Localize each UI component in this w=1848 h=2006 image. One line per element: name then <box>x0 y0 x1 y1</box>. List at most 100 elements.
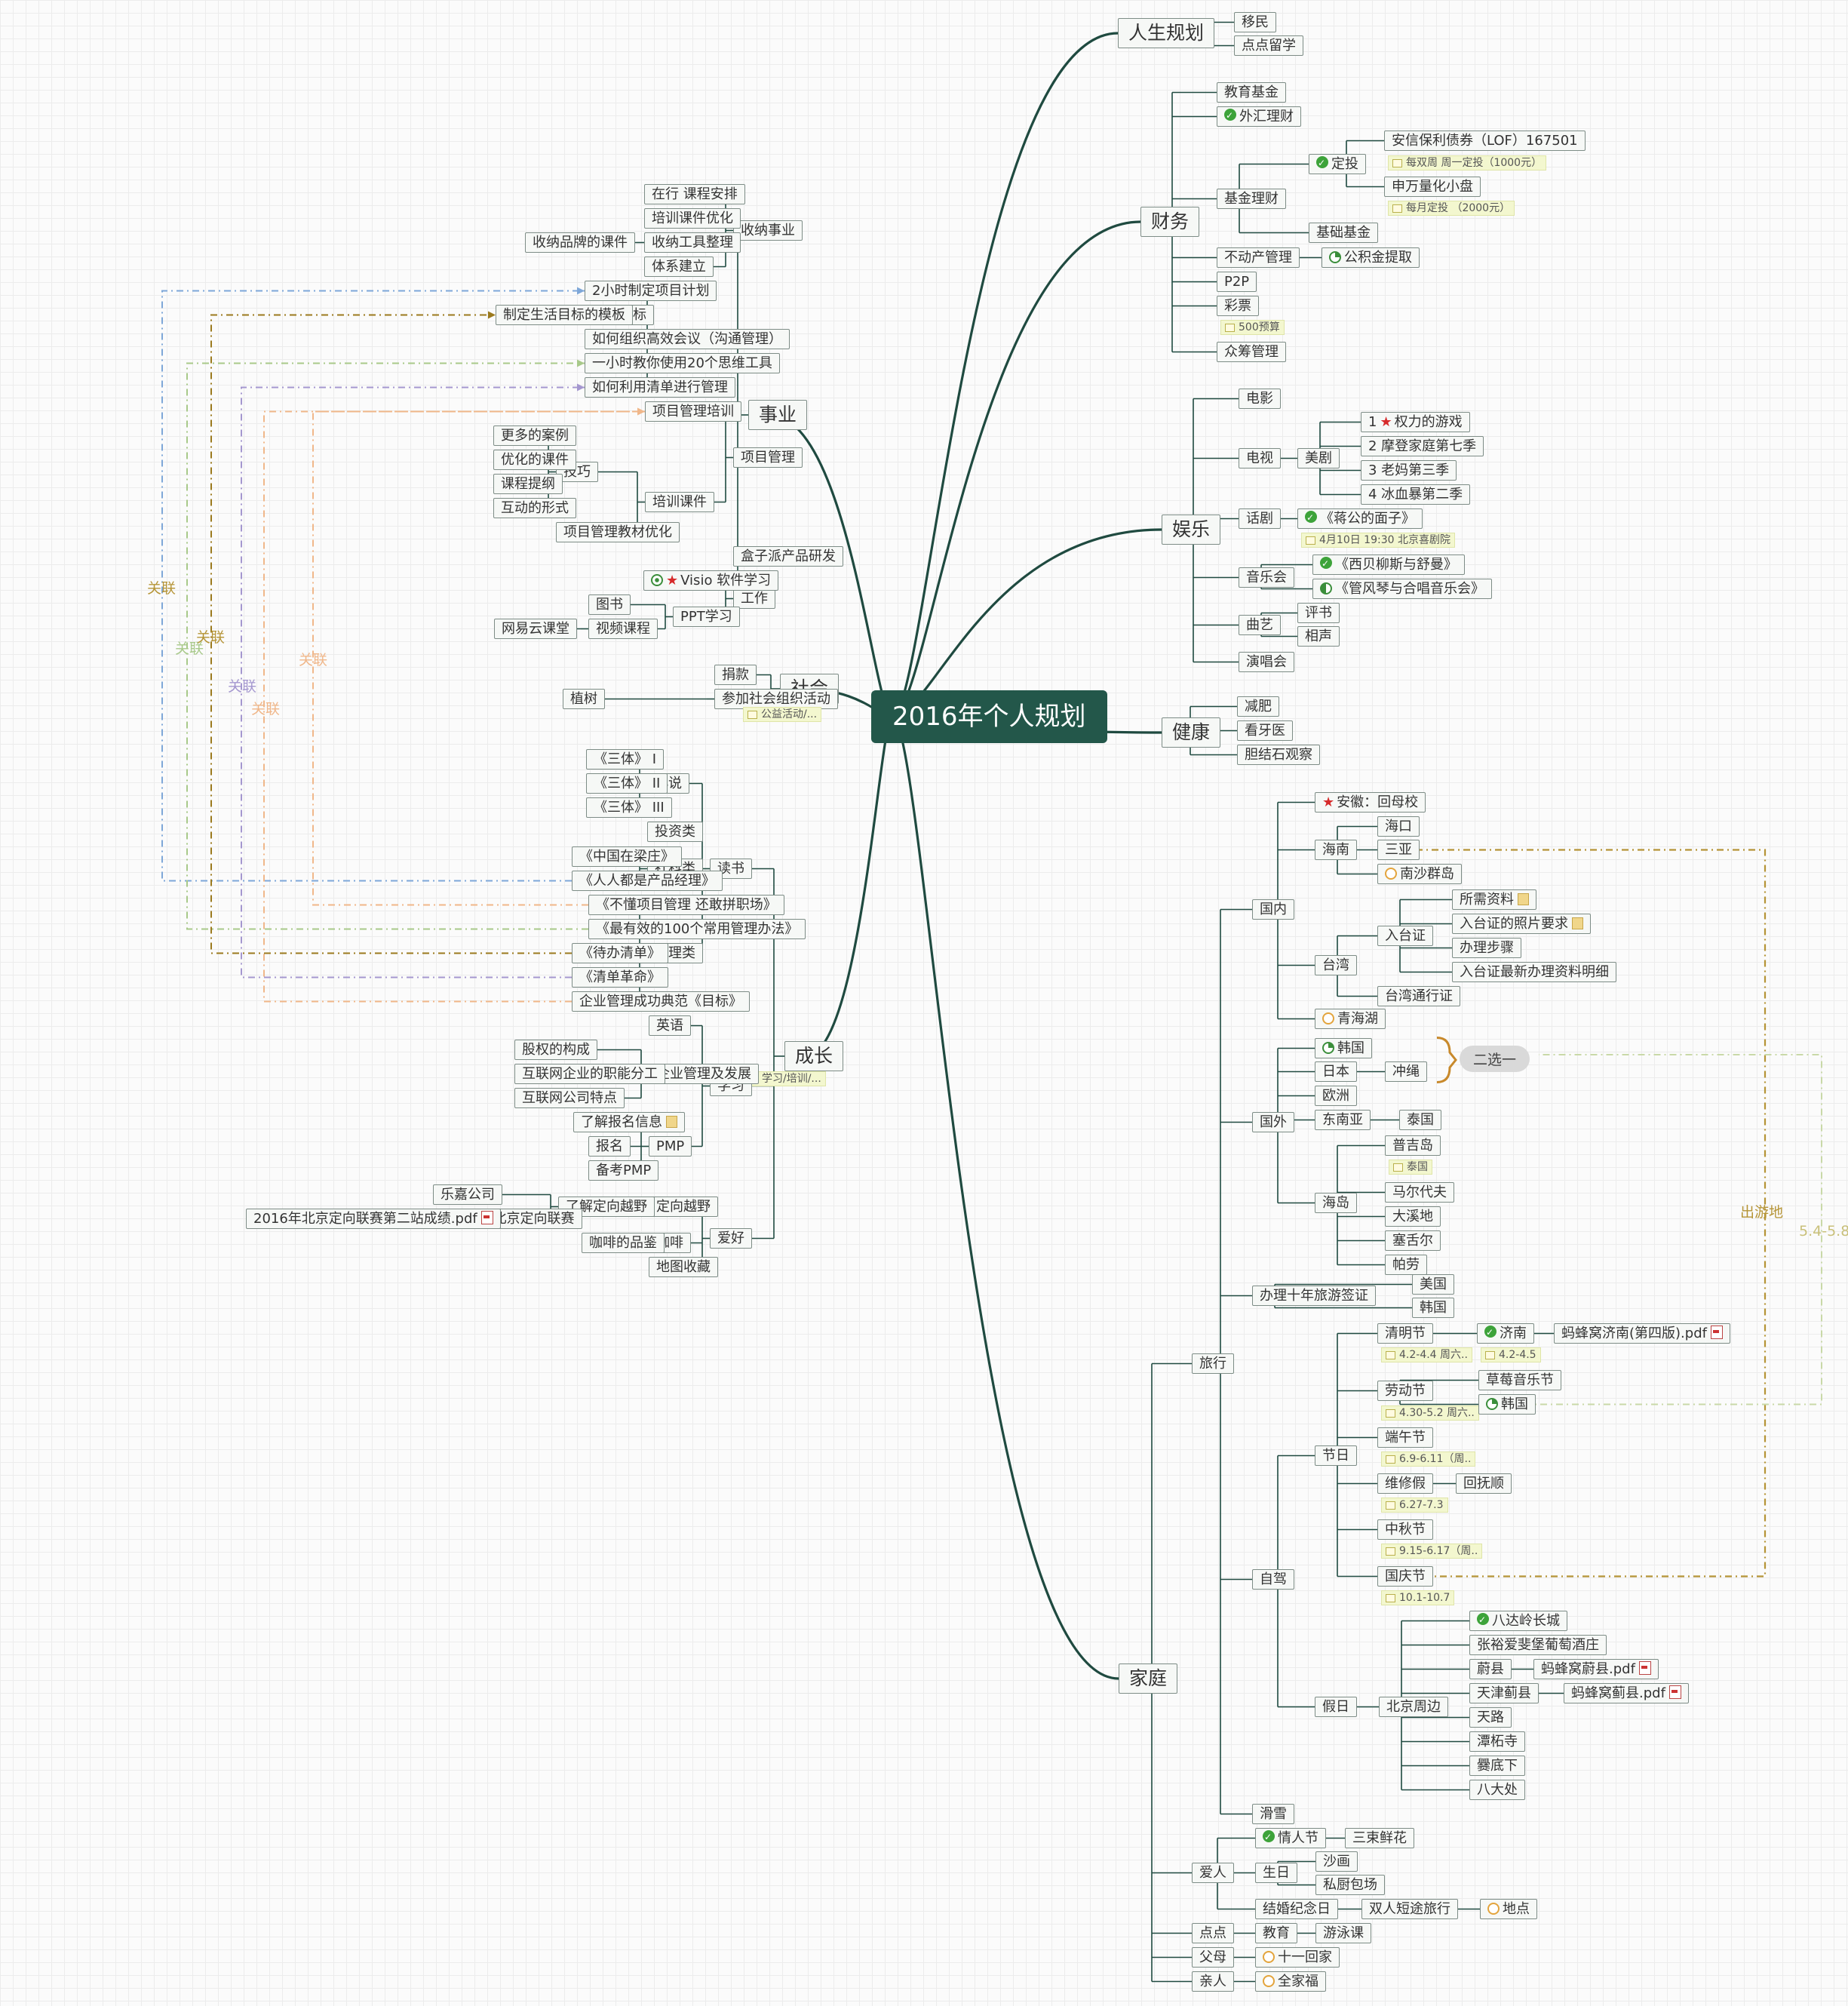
node-e2[interactable]: 电视 <box>1239 447 1281 468</box>
node-e1[interactable]: 电影 <box>1239 388 1281 409</box>
node-f7[interactable]: 众筹管理 <box>1217 341 1286 362</box>
node-sw[interactable]: 游泳课 <box>1315 1922 1371 1943</box>
node-ee3[interactable]: 互联网公司特点 <box>514 1087 625 1108</box>
node-dom[interactable]: 国内 <box>1252 899 1294 920</box>
relation-label-3[interactable]: 关联 <box>175 641 204 657</box>
node-bd[interactable]: 生日 <box>1255 1862 1297 1883</box>
pdf-icon[interactable] <box>1638 1660 1651 1675</box>
pdf-icon[interactable] <box>1710 1325 1723 1339</box>
node-kr[interactable]: 韩国 <box>1315 1037 1372 1058</box>
node-e6[interactable]: 演唱会 <box>1239 651 1294 672</box>
node-twe[interactable]: 入台证 <box>1377 925 1433 946</box>
node-cf1[interactable]: 咖啡的品鉴 <box>582 1232 665 1253</box>
node-mm5[interactable]: 企业管理成功典范《目标》 <box>572 991 750 1012</box>
node-h3[interactable]: 胆结石观察 <box>1237 744 1320 765</box>
node-re[interactable]: 亲人 <box>1192 1971 1234 1992</box>
node-tree[interactable]: 植树 <box>563 688 605 709</box>
node-ok[interactable]: 冲绳 <box>1385 1061 1427 1082</box>
node-e5b[interactable]: 相声 <box>1297 625 1340 647</box>
node-sy[interactable]: 三亚 <box>1377 839 1420 860</box>
node-wx[interactable]: 维修假 <box>1377 1473 1433 1494</box>
node-dd[interactable]: 点点 <box>1192 1922 1234 1943</box>
node-ss2[interactable]: 《人人都是产品经理》 <box>572 870 723 891</box>
node-mm2[interactable]: 《最有效的100个常用管理办法》 <box>588 918 806 939</box>
node-k3[interactable]: 课程提纲 <box>493 473 563 494</box>
node-lk[interactable]: 韩国 <box>1478 1393 1536 1415</box>
node-tw2[interactable]: 入台证的照片要求 <box>1452 913 1591 934</box>
node-f3a[interactable]: 定投 <box>1309 153 1366 174</box>
attachment-icon[interactable] <box>666 1115 677 1128</box>
node-tw1[interactable]: 所需资料 <box>1452 889 1536 910</box>
relation-label-6[interactable]: 关联 <box>299 652 328 668</box>
node-s1[interactable]: 在行 课程安排 <box>644 183 745 204</box>
central-topic[interactable]: 2016年个人规划 <box>871 690 1107 743</box>
node-act[interactable]: 参加社会组织活动 <box>714 688 838 709</box>
node-dn[interactable]: 捐款 <box>714 664 757 685</box>
node-c2[interactable]: 制定生活目标的模板 <box>496 304 633 325</box>
node-sea[interactable]: 东南亚 <box>1315 1109 1371 1130</box>
relation-label-4[interactable]: 关联 <box>228 678 257 695</box>
node-work[interactable]: 工作 <box>733 588 775 609</box>
branch-finance[interactable]: 财务 <box>1140 207 1200 237</box>
relation-label-destination[interactable]: 出游地 <box>1740 1204 1784 1221</box>
node-vs[interactable]: ★Visio 软件学习 <box>643 570 779 591</box>
node-h2[interactable]: 看牙医 <box>1237 720 1293 741</box>
node-tr[interactable]: 旅行 <box>1192 1353 1234 1374</box>
node-e2a[interactable]: 美剧 <box>1297 447 1340 468</box>
node-pl[interactable]: 帕劳 <box>1385 1254 1427 1275</box>
node-b8[interactable]: 八大处 <box>1469 1779 1525 1800</box>
node-e4[interactable]: 音乐会 <box>1239 567 1294 588</box>
node-b6[interactable]: 潭柘寺 <box>1469 1731 1525 1752</box>
node-nb1[interactable]: 《三体》 I <box>586 748 665 770</box>
node-ne[interactable]: 网易云课堂 <box>494 618 577 639</box>
node-b5[interactable]: 天路 <box>1469 1706 1512 1728</box>
node-d1[interactable]: 1★权力的游戏 <box>1361 411 1470 432</box>
node-c4[interactable]: 一小时教你使用20个思维工具 <box>585 352 780 373</box>
node-vc[interactable]: 视频课程 <box>588 618 658 639</box>
node-hn[interactable]: 海南 <box>1315 839 1357 860</box>
node-fs[interactable]: 回抚顺 <box>1456 1473 1512 1494</box>
node-pms[interactable]: 培训课件 <box>645 491 714 512</box>
node-anh[interactable]: ★安徽：回母校 <box>1315 791 1426 813</box>
relation-label-2[interactable]: 关联 <box>196 629 226 646</box>
node-en[interactable]: 英语 <box>649 1015 691 1036</box>
pdf-icon[interactable] <box>480 1210 493 1224</box>
node-hb[interactable]: 爱好 <box>710 1227 752 1249</box>
node-jn[interactable]: 济南 <box>1477 1322 1534 1344</box>
node-tw3[interactable]: 办理步骤 <box>1452 937 1521 958</box>
node-box[interactable]: 盒子派产品研发 <box>733 545 843 567</box>
node-or[interactable]: 定向越野 <box>649 1196 718 1217</box>
node-e5a[interactable]: 评书 <box>1297 602 1340 623</box>
node-sc[interactable]: 塞舌尔 <box>1385 1230 1441 1251</box>
node-tw[interactable]: 台湾 <box>1315 954 1357 975</box>
node-c3[interactable]: 如何组织高效会议（沟通管理） <box>585 328 790 349</box>
node-pmt[interactable]: 项目管理培训 <box>645 401 741 422</box>
node-f3b[interactable]: 基础基金 <box>1309 222 1378 243</box>
node-b4[interactable]: 天津蓟县 <box>1469 1682 1539 1703</box>
attachment-icon[interactable] <box>1572 917 1583 929</box>
node-kc[interactable]: 私厨包场 <box>1315 1874 1385 1895</box>
node-pl2[interactable]: 地点 <box>1480 1898 1537 1919</box>
node-ent2[interactable]: 企业管理及发展 <box>649 1063 759 1084</box>
node-eu[interactable]: 欧洲 <box>1315 1085 1357 1106</box>
branch-family[interactable]: 家庭 <box>1119 1663 1178 1694</box>
node-s3[interactable]: 收纳品牌的课件 <box>525 232 635 253</box>
node-s4[interactable]: 收纳工具整理 <box>644 232 741 253</box>
node-abr[interactable]: 国外 <box>1252 1111 1294 1132</box>
branch-health[interactable]: 健康 <box>1162 717 1221 748</box>
node-ph[interactable]: 全家福 <box>1255 1971 1326 1992</box>
node-s2[interactable]: 培训课件优化 <box>644 207 741 229</box>
node-p3[interactable]: 备考PMP <box>588 1160 659 1181</box>
node-th[interactable]: 泰国 <box>1399 1109 1441 1130</box>
node-visa[interactable]: 办理十年旅游签证 <box>1252 1285 1376 1306</box>
node-twp[interactable]: 台湾通行证 <box>1377 985 1460 1006</box>
node-vu[interactable]: 美国 <box>1412 1273 1454 1295</box>
node-b7[interactable]: 爨底下 <box>1469 1755 1525 1776</box>
node-jnp[interactable]: 蚂蜂窝济南(第四版).pdf <box>1554 1322 1730 1344</box>
node-hm[interactable]: 十一回家 <box>1255 1946 1340 1968</box>
node-vk[interactable]: 韩国 <box>1412 1297 1454 1318</box>
branch-life[interactable]: 人生规划 <box>1118 18 1215 48</box>
node-ee1[interactable]: 股权的构成 <box>514 1039 597 1060</box>
node-b3p[interactable]: 蚂蜂窝蔚县.pdf <box>1533 1658 1659 1679</box>
node-ed[interactable]: 教育 <box>1255 1922 1297 1943</box>
